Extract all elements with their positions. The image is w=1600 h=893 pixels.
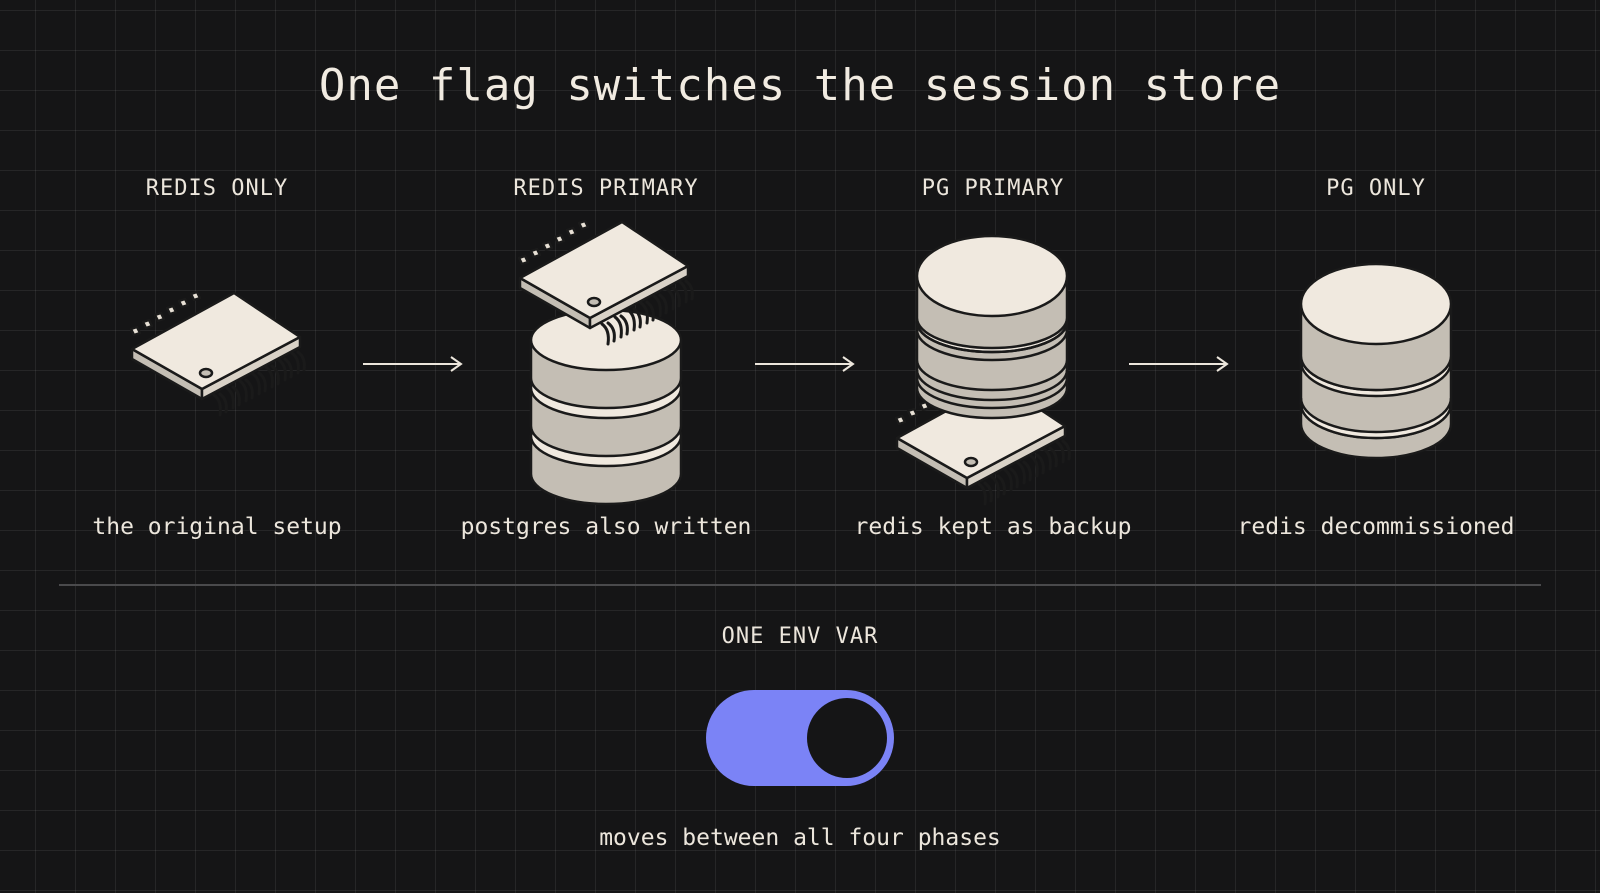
phase-caption-pg-only: redis decommissioned bbox=[1237, 514, 1515, 540]
phase-label-pg-primary: PG PRIMARY bbox=[921, 176, 1065, 201]
section-divider bbox=[59, 584, 1541, 586]
phase-caption-pg-primary: redis kept as backup bbox=[854, 514, 1132, 540]
phase-label-redis-primary: REDIS PRIMARY bbox=[513, 176, 699, 201]
phase-label-pg-only: PG ONLY bbox=[1326, 176, 1426, 201]
database-on-chip-icon bbox=[894, 234, 1071, 506]
phase-label-redis-only: REDIS ONLY bbox=[145, 176, 289, 201]
chip-on-database-icon bbox=[517, 219, 694, 506]
arrow-right-icon bbox=[1129, 356, 1229, 372]
arrow-right-icon bbox=[363, 356, 463, 372]
diagram-title: One flag switches the session store bbox=[318, 60, 1282, 111]
phase-caption-redis-primary: postgres also written bbox=[460, 514, 752, 540]
phase-caption-redis-only: the original setup bbox=[92, 514, 342, 540]
env-var-label: ONE ENV VAR bbox=[721, 624, 879, 649]
database-icon bbox=[1299, 262, 1453, 460]
toggle-caption: moves between all four phases bbox=[599, 825, 1001, 851]
toggle-knob[interactable] bbox=[807, 698, 887, 778]
env-var-toggle-switch[interactable] bbox=[704, 688, 896, 788]
chip-icon bbox=[129, 290, 306, 417]
arrow-right-icon bbox=[755, 356, 855, 372]
